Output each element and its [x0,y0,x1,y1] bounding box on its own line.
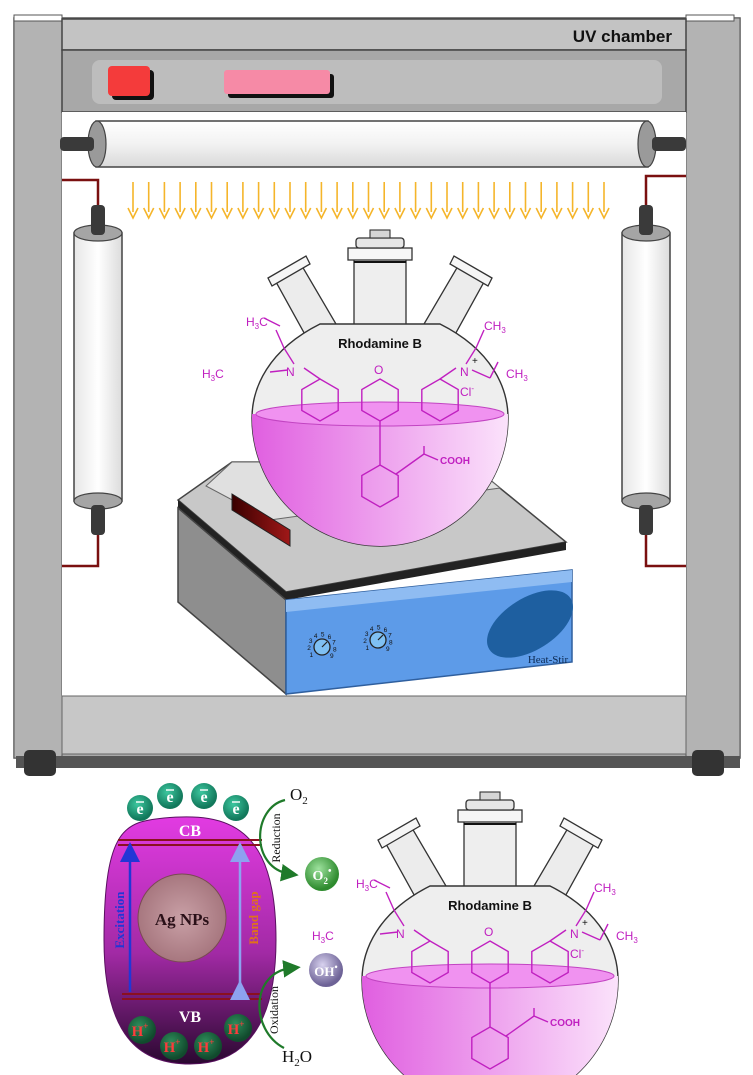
chloride-label: Cl- [570,946,584,961]
cooh-label: COOH [440,456,470,467]
dial-number: 8 [333,647,337,654]
charge-label: + [582,918,588,929]
electron-label: e [232,801,239,818]
wire-right-bottom [644,525,686,568]
o2-label: O2 [290,785,308,807]
power-button[interactable] [108,66,150,96]
oxygen-label: O [374,363,383,377]
oxidation-arrow [258,960,301,1049]
ch3-label: CH3 [506,367,528,383]
hole [224,1014,252,1042]
uv-lamp-left [73,205,123,535]
stirrer-brand: Heat-Stir [528,654,569,666]
ag-nps-label: Ag NPs [155,910,210,929]
ch3-label: CH3 [594,881,616,897]
dial-number: 6 [384,627,388,634]
chamber-base [16,756,740,768]
hole [194,1032,222,1060]
electron-label: e [200,789,207,806]
dial-number: 6 [328,634,332,641]
dial-number: 7 [332,639,336,646]
dial-number: 5 [377,625,381,632]
electron-label: e [136,801,143,818]
foot-left [24,750,56,776]
h3c-label: H3C [312,929,334,945]
charge-label: + [472,356,478,367]
nitrogen-label: N [396,927,405,941]
holes: H+H+H+H+ [128,1014,252,1060]
nitrogen-label: N [570,927,579,941]
h3c-label: H3C [202,367,224,383]
cooh-label: COOH [550,1018,580,1029]
stirrer-logo-badge [487,590,573,658]
photocatalyst-mechanism: CB VB Ag NPs Excitation Band gap e e e e H+… [103,783,343,1069]
ag-nanoparticle-core [137,873,227,963]
dial-number: 2 [363,638,367,645]
h3c-label: H3C [246,315,268,331]
control-panel-inset [92,60,662,104]
nitrogen-label: N [286,365,295,379]
dial-number: 9 [330,653,334,660]
stirrer-display [231,493,291,547]
uv-lamp-right [621,205,671,535]
electron [127,795,153,821]
reduction-arrow [259,798,299,882]
hole [160,1032,188,1060]
cb-label: CB [179,823,202,840]
band-gap-label: Band gap [246,891,261,944]
h3c-label: H3C [356,877,378,893]
foot-right [692,750,724,776]
chamber-floor [61,695,687,755]
dial-number: 7 [388,632,392,639]
dial-number: 4 [370,626,374,633]
chamber-title-bar [61,18,687,51]
uv-radiation-arrows [127,182,610,220]
compound-name: Rhodamine B [338,336,422,351]
electron [157,783,183,809]
dial-number: 1 [310,652,314,659]
reduction-label: Reduction [269,813,283,862]
electron [191,783,217,809]
hydroxyl-radical [309,953,343,987]
oxidation-label: Oxidation [267,986,281,1034]
chloride-label: Cl- [460,384,474,399]
ch3-label: CH3 [616,929,638,945]
dial-number: 2 [307,645,311,652]
electron-label: e [166,789,173,806]
dial-number: 1 [366,645,370,652]
excitation-label: Excitation [112,891,127,949]
hydroxyl-label: OH• [314,962,337,979]
dial-number: 3 [309,638,313,645]
dial-number: 4 [314,633,318,640]
chamber-title: UV chamber [573,27,673,46]
uv-chamber: UV chamber [13,14,741,776]
superoxide-radical [305,857,339,891]
ch3-label: CH3 [484,319,506,335]
oxygen-label: O [484,925,493,939]
wire-left-top [62,178,100,208]
nitrogen-label: N [460,365,469,379]
dial-number: 9 [386,646,390,653]
hole [128,1016,156,1044]
display-window [224,70,330,94]
wire-right-top [644,174,686,208]
dial-number: 3 [365,631,369,638]
dial-number: 5 [321,632,325,639]
compound-name: Rhodamine B [448,898,532,913]
dial-number: 8 [389,640,393,647]
superoxide-label: O2• [313,866,332,886]
electron [223,795,249,821]
wire-left-bottom [62,525,100,568]
vb-label: VB [179,1009,202,1026]
uv-lamp-horizontal [60,120,686,168]
water-label: H2O [282,1047,312,1069]
